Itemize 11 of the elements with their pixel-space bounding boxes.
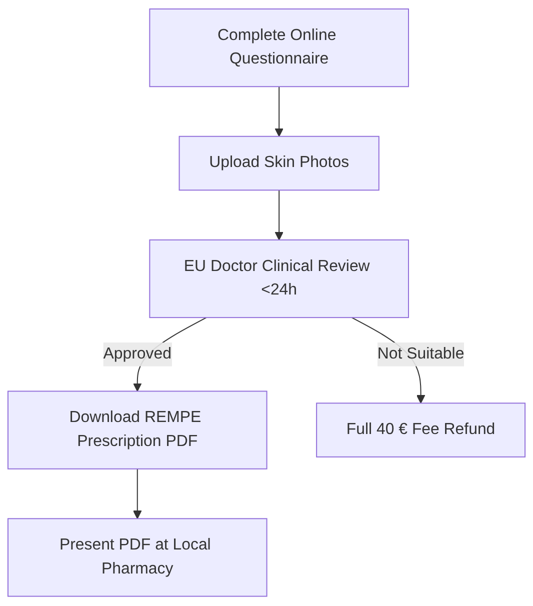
node-box: EU Doctor Clinical Review <24h — [149, 240, 409, 318]
edge-label: Not Suitable — [377, 346, 464, 363]
arrow — [274, 86, 284, 138]
edge-label: Approved — [103, 346, 172, 363]
node-box: Complete Online Questionnaire — [149, 8, 409, 88]
node-box: Present PDF at Local Pharmacy — [7, 518, 268, 598]
node-box: Download REMPE Prescription PDF — [7, 391, 268, 470]
node-box: Full 40 € Fee Refund — [316, 403, 526, 458]
arrow — [274, 190, 284, 241]
arrow — [133, 468, 142, 520]
node-box: Upload Skin Photos — [178, 136, 380, 192]
